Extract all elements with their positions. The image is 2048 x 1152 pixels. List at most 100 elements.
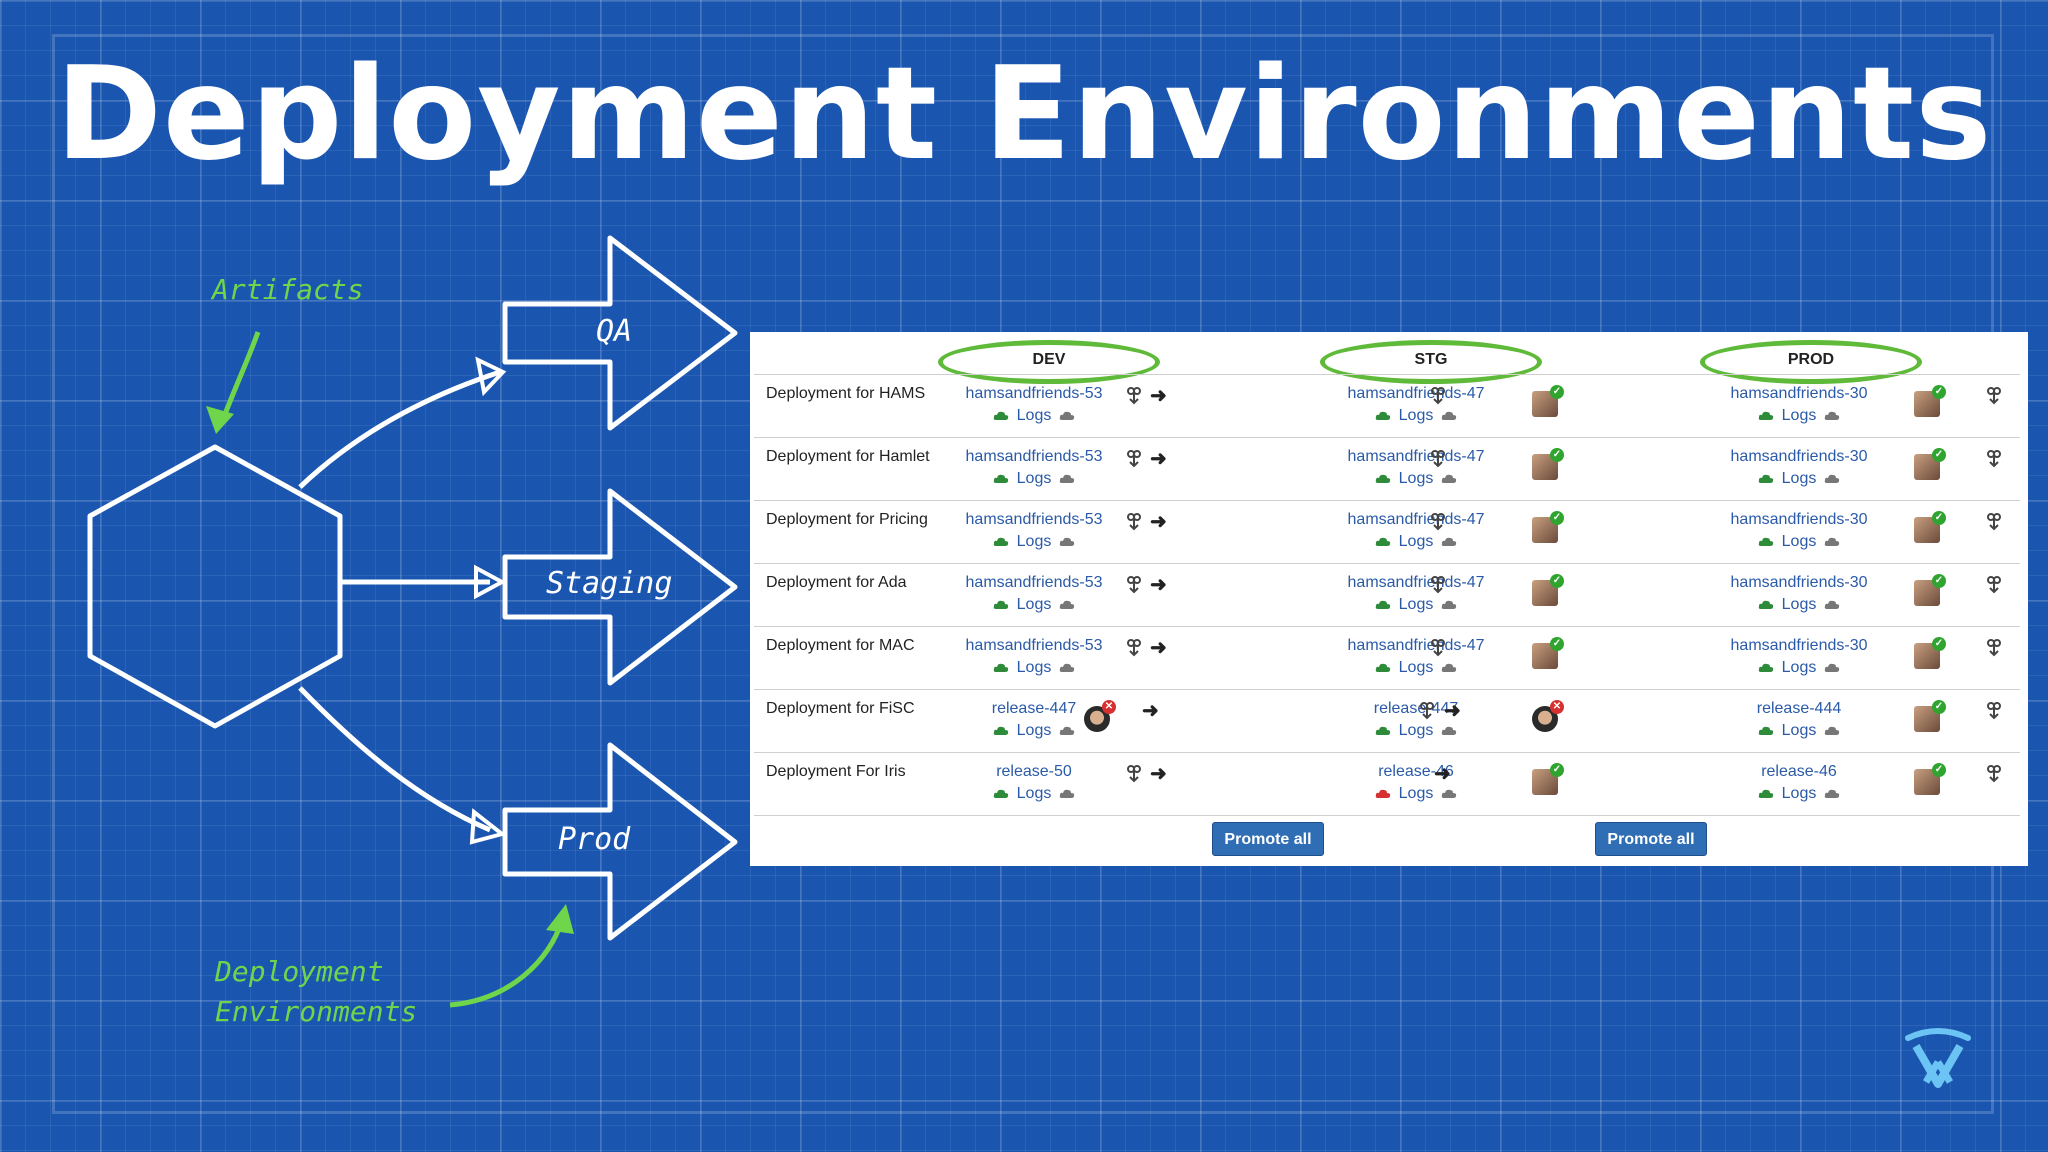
promote-options-icon[interactable] <box>1126 765 1142 783</box>
logs-link[interactable]: Logs <box>1016 407 1052 424</box>
logs-link[interactable]: Logs <box>1781 596 1817 613</box>
logs-link[interactable]: Logs <box>1781 533 1817 550</box>
success-status-icon: ✓ <box>1550 574 1564 588</box>
logs-link[interactable]: Logs <box>1398 596 1434 613</box>
deployment-name: Deployment For Iris <box>766 763 906 780</box>
release-link-prod[interactable]: hamsandfriends-30 <box>1730 637 1868 654</box>
logs-link[interactable]: Logs <box>1016 659 1052 676</box>
promote-options-icon[interactable] <box>1430 387 1446 405</box>
promote-options-icon[interactable] <box>1430 639 1446 657</box>
promote-options-icon[interactable] <box>1986 702 2002 720</box>
logs-area-stg: Logs <box>1316 470 1516 488</box>
deployment-name: Deployment for Pricing <box>766 511 928 528</box>
release-link-stg[interactable]: hamsandfriends-47 <box>1347 448 1485 465</box>
promote-arrow-icon[interactable]: ➜ <box>1150 385 1167 407</box>
logs-area-stg: Logs <box>1316 785 1516 803</box>
promote-options-icon[interactable] <box>1986 639 2002 657</box>
download-cloud-icon <box>1442 600 1457 609</box>
deployment-name: Deployment for HAMS <box>766 385 926 402</box>
release-link-prod[interactable]: hamsandfriends-30 <box>1730 385 1868 402</box>
logs-link[interactable]: Logs <box>1398 659 1434 676</box>
promote-options-icon[interactable] <box>1430 450 1446 468</box>
logs-link[interactable]: Logs <box>1016 533 1052 550</box>
logs-link[interactable]: Logs <box>1781 470 1817 487</box>
release-link-prod[interactable]: release-444 <box>1756 700 1842 717</box>
success-status-icon: ✓ <box>1550 763 1564 777</box>
logs-link[interactable]: Logs <box>1398 470 1434 487</box>
release-link-prod[interactable]: hamsandfriends-30 <box>1730 511 1868 528</box>
release-link-dev[interactable]: hamsandfriends-53 <box>965 637 1103 654</box>
deploy-status-cloud-icon <box>1758 411 1773 420</box>
logs-link[interactable]: Logs <box>1016 722 1052 739</box>
logs-link[interactable]: Logs <box>1398 407 1434 424</box>
release-link-stg[interactable]: hamsandfriends-47 <box>1347 385 1485 402</box>
logs-link[interactable]: Logs <box>1781 659 1817 676</box>
release-link-stg[interactable]: release-46 <box>1378 763 1454 780</box>
release-link-dev[interactable]: hamsandfriends-53 <box>965 511 1103 528</box>
promote-arrow-icon[interactable]: ➜ <box>1150 511 1167 533</box>
logs-link[interactable]: Logs <box>1398 533 1434 550</box>
logs-link[interactable]: Logs <box>1398 785 1434 802</box>
logs-link[interactable]: Logs <box>1781 785 1817 802</box>
logs-link[interactable]: Logs <box>1781 407 1817 424</box>
download-cloud-icon <box>1060 600 1075 609</box>
download-cloud-icon <box>1825 726 1840 735</box>
release-link-stg[interactable]: hamsandfriends-47 <box>1347 511 1485 528</box>
prod-label: Prod <box>558 822 631 857</box>
promote-options-icon[interactable] <box>1986 450 2002 468</box>
env-ring-stg <box>1320 340 1542 384</box>
promote-options-icon[interactable] <box>1430 576 1446 594</box>
download-cloud-icon <box>1060 537 1075 546</box>
promote-arrow-icon[interactable]: ➜ <box>1150 637 1167 659</box>
qa-arrow-shape <box>502 235 738 431</box>
release-link-prod[interactable]: hamsandfriends-30 <box>1730 448 1868 465</box>
deploy-status-cloud-icon <box>1375 789 1390 798</box>
promote-options-icon[interactable] <box>1986 765 2002 783</box>
promote-options-icon[interactable] <box>1126 513 1142 531</box>
release-link-dev[interactable]: release-447 <box>991 700 1077 717</box>
release-link-dev[interactable]: hamsandfriends-53 <box>965 385 1103 402</box>
logs-link[interactable]: Logs <box>1398 722 1434 739</box>
promote-all-button-stg[interactable]: Promote all <box>1595 822 1707 856</box>
success-status-icon: ✓ <box>1932 637 1946 651</box>
logs-link[interactable]: Logs <box>1016 785 1052 802</box>
promote-options-icon[interactable] <box>1126 639 1142 657</box>
release-link-prod[interactable]: hamsandfriends-30 <box>1730 574 1868 591</box>
artifacts-label: Artifacts <box>212 273 364 306</box>
logs-area-dev: Logs <box>934 470 1134 488</box>
promote-arrow-icon[interactable]: ➜ <box>1150 763 1167 785</box>
promote-arrow-icon[interactable]: ➜ <box>1150 448 1167 470</box>
release-link-dev[interactable]: hamsandfriends-53 <box>965 448 1103 465</box>
logs-link[interactable]: Logs <box>1016 596 1052 613</box>
release-link-dev[interactable]: release-50 <box>996 763 1072 780</box>
success-status-icon: ✓ <box>1550 637 1564 651</box>
release-link-stg[interactable]: release-447 <box>1373 700 1459 717</box>
promote-all-button-dev[interactable]: Promote all <box>1212 822 1324 856</box>
promote-options-icon[interactable] <box>1419 702 1435 720</box>
download-cloud-icon <box>1060 789 1075 798</box>
logs-link[interactable]: Logs <box>1781 722 1817 739</box>
release-link-stg[interactable]: hamsandfriends-47 <box>1347 574 1485 591</box>
promote-arrow-icon[interactable]: ➜ <box>1150 574 1167 596</box>
download-cloud-icon <box>1060 726 1075 735</box>
promote-options-icon[interactable] <box>1126 450 1142 468</box>
release-link-dev[interactable]: hamsandfriends-53 <box>965 574 1103 591</box>
logs-area-dev: Logs <box>934 785 1134 803</box>
release-link-prod[interactable]: release-46 <box>1761 763 1837 780</box>
connector-to-staging-head <box>474 564 507 600</box>
promote-options-icon[interactable] <box>1986 513 2002 531</box>
promote-options-icon[interactable] <box>1986 387 2002 405</box>
release-link-stg[interactable]: hamsandfriends-47 <box>1347 637 1485 654</box>
promote-arrow-icon[interactable]: ➜ <box>1434 763 1451 785</box>
promote-options-icon[interactable] <box>1126 576 1142 594</box>
deployment-name: Deployment for Hamlet <box>766 448 930 465</box>
promote-options-icon[interactable] <box>1986 576 2002 594</box>
promote-arrow-icon[interactable]: ➜ <box>1142 700 1159 722</box>
promote-options-icon[interactable] <box>1126 387 1142 405</box>
promote-options-icon[interactable] <box>1430 513 1446 531</box>
artifacts-pointer-arrow <box>219 331 261 423</box>
promote-arrow-icon[interactable]: ➜ <box>1444 700 1461 722</box>
logs-link[interactable]: Logs <box>1016 470 1052 487</box>
